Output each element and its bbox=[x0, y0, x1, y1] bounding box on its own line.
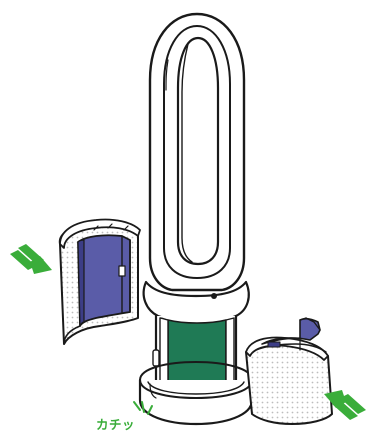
fan-loop-opening bbox=[178, 38, 218, 264]
fan-sensor-dot bbox=[211, 293, 217, 299]
tower-fan bbox=[140, 14, 252, 424]
left-filter-half bbox=[60, 219, 140, 344]
right-filter-half bbox=[246, 318, 332, 424]
click-sound-label: カチッ bbox=[96, 414, 135, 433]
fan-base bbox=[140, 380, 252, 424]
body-latch bbox=[153, 350, 159, 366]
arrow-icon-left bbox=[10, 244, 52, 274]
